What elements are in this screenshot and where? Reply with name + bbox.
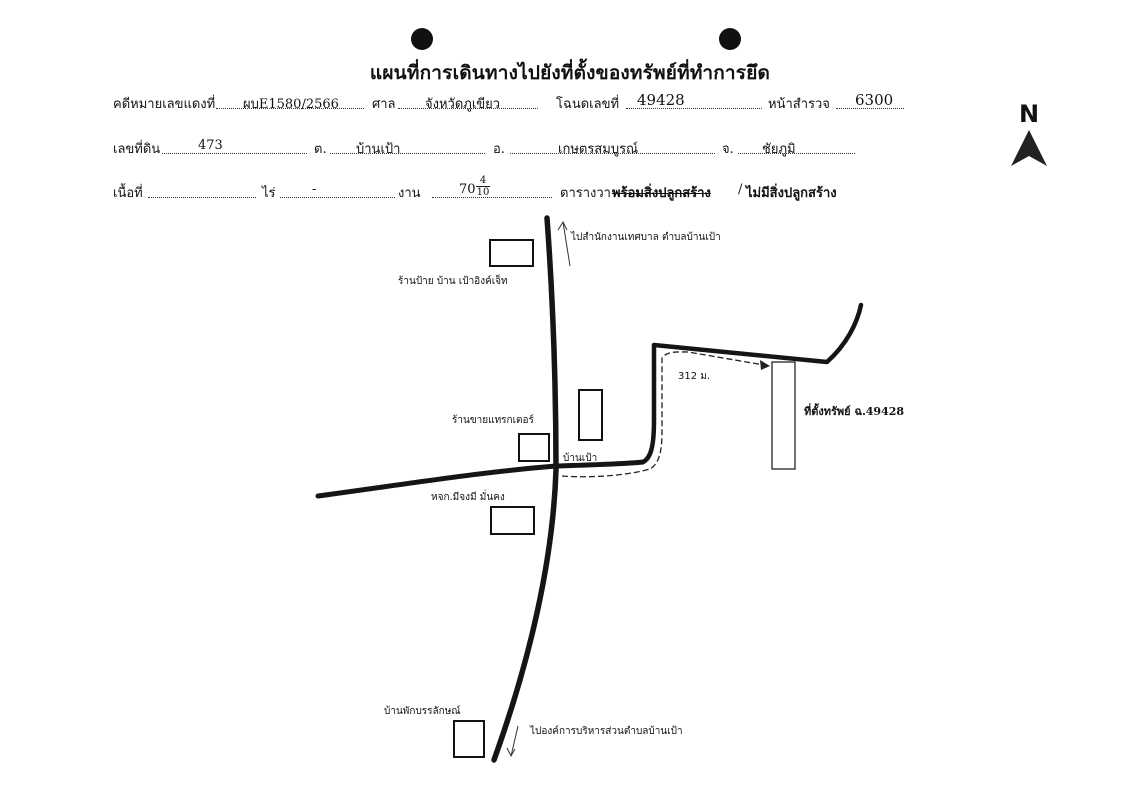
option-separator: /	[738, 182, 743, 197]
label-rice-mill: หจก.มีจงมี มั่นคง	[431, 492, 505, 503]
province-label: จ.	[722, 142, 734, 157]
wa-fraction: 4 10	[476, 175, 490, 198]
deed-value: 49428	[637, 91, 685, 109]
rai-label: ไร่	[262, 186, 276, 201]
punch-hole-right	[719, 28, 741, 50]
land-no-value: 473	[198, 138, 223, 153]
land-no-label: เลขที่ดิน	[113, 142, 161, 157]
house-south-box	[453, 720, 485, 758]
area-row: เนื้อที่ ไร่ - งาน 70 4 10 ตารางวา พร้อม…	[0, 175, 1140, 202]
label-distance: 312 ม.	[678, 371, 711, 382]
main-road-north-south	[491, 215, 559, 763]
red-case-label: คดีหมายเลขแดงที่	[113, 97, 216, 112]
district-value: เกษตรสมบูรณ์	[558, 142, 639, 157]
property-box	[771, 361, 796, 470]
location-row: เลขที่ดิน 473 ต. บ้านเป้า อ. เกษตรสมบูรณ…	[0, 138, 1140, 158]
province-value: ชัยภูมิ	[762, 142, 796, 157]
label-to-municipality: ไปสำนักงานเทศบาล ตำบลบ้านเป้า	[571, 232, 721, 243]
arrow-to-municipality	[562, 221, 571, 267]
ngan-value: -	[312, 182, 317, 197]
north-arrow: N	[1009, 100, 1049, 172]
dashed-route-arrowhead	[760, 360, 770, 370]
label-to-sao: ไปองค์การบริหารส่วนตำบลบ้านเป้า	[530, 726, 683, 737]
with-building-option: พร้อมสิ่งปลูกสร้าง	[612, 186, 711, 201]
dashed-route	[561, 351, 771, 478]
court-value: จังหวัดภูเขียว	[425, 97, 501, 112]
label-tractor-shop: ร้านขายแทรกเตอร์	[452, 415, 534, 426]
road-to-property	[640, 302, 864, 465]
case-row: คดีหมายเลขแดงที่ ผบE1580/2566 ศาล จังหวั…	[0, 91, 1140, 113]
area-label: เนื้อที่	[113, 186, 143, 201]
arrow-to-sao-head	[506, 747, 516, 758]
label-shop-north: ร้านป้าย บ้าน เป้าอิงค์เจ็ท	[398, 276, 508, 287]
ngan-label: งาน	[398, 186, 421, 201]
court-label: ศาล	[372, 97, 396, 112]
wa-whole: 70	[459, 182, 476, 197]
survey-page-value: 6300	[855, 91, 894, 109]
shop-north-box	[489, 239, 534, 267]
subdistrict-value: บ้านเป้า	[356, 142, 401, 157]
north-label: N	[1018, 100, 1040, 128]
survey-page-label: หน้าสำรวจ	[768, 97, 830, 112]
label-village: บ้านเป้า	[563, 453, 598, 464]
deed-label: โฉนดเลขที่	[556, 97, 620, 112]
arrow-to-sao	[510, 725, 519, 757]
page-title: แผนที่การเดินทางไปยังที่ตั้งของทรัพย์ที่…	[369, 62, 771, 84]
tractor-shop-box	[518, 433, 550, 462]
without-building-option: ไม่มีสิ่งปลูกสร้าง	[746, 186, 837, 201]
north-arrow-icon	[1011, 130, 1047, 166]
red-case-value: ผบE1580/2566	[243, 97, 339, 112]
district-label: อ.	[493, 142, 505, 157]
label-house-south: บ้านพักบรรลักษณ์	[384, 706, 461, 717]
label-property: ที่ตั้งทรัพย์ ฉ.49428	[804, 405, 905, 418]
arrow-to-municipality-head	[557, 220, 568, 231]
west-road	[315, 459, 646, 499]
tall-building-box	[578, 389, 603, 441]
wa-label: ตารางวา	[560, 186, 611, 201]
punch-hole-left	[411, 28, 433, 50]
subdistrict-label: ต.	[314, 142, 327, 157]
rice-mill-box	[490, 506, 535, 535]
